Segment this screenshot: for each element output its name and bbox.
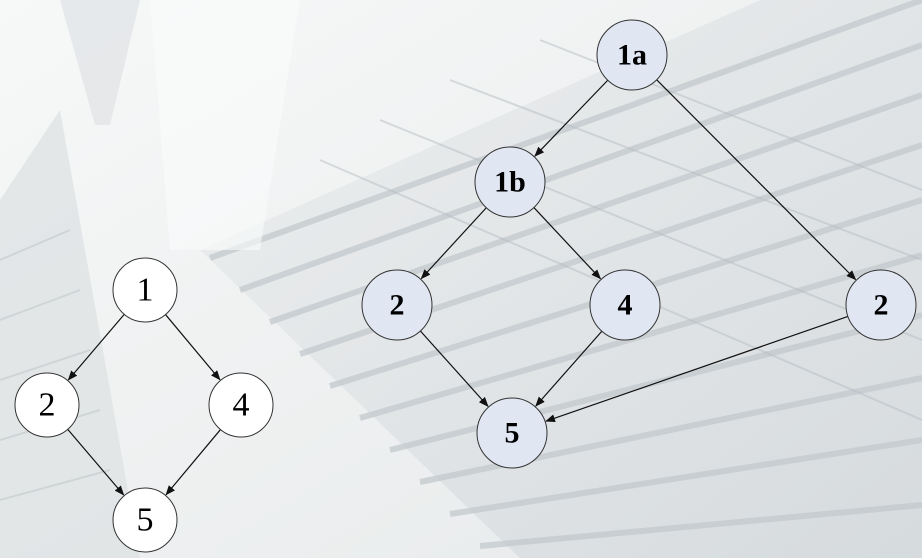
edge-n2l-to-n5: [419, 330, 489, 407]
node-n1b: 1b: [474, 146, 546, 218]
node-n4: 4: [208, 372, 274, 438]
node-label: 4: [618, 289, 633, 322]
node-circle: [476, 397, 548, 469]
node-label: 1b: [494, 166, 526, 199]
node-label: 1: [137, 272, 154, 309]
node-label: 2: [874, 289, 889, 322]
edge-n1b-to-n4: [533, 207, 602, 280]
edge-n1a-to-n2r: [656, 79, 857, 281]
edge-n1-to-n4: [165, 314, 221, 381]
edge-n4-to-n5: [535, 330, 603, 407]
node-circle: [112, 257, 178, 323]
node-circle: [14, 372, 80, 438]
edge-n2-to-n5: [67, 428, 125, 496]
node-circle: [596, 19, 668, 91]
node-n1a: 1a: [596, 19, 668, 91]
edge-n1b-to-n2l: [420, 207, 487, 280]
node-n1: 1: [112, 257, 178, 323]
node-circle: [208, 372, 274, 438]
node-circle: [589, 269, 661, 341]
node-n2r: 2: [845, 269, 917, 341]
edge-n2r-to-n5: [545, 315, 849, 423]
original-graph: 1 2 4 5: [14, 257, 274, 553]
node-label: 1a: [617, 39, 647, 72]
node-label: 2: [39, 387, 56, 424]
node-label: 5: [505, 417, 520, 450]
edge-n1a-to-n1b: [534, 79, 609, 157]
node-n2l: 2: [361, 269, 433, 341]
node-label: 4: [233, 387, 250, 424]
node-circle: [361, 269, 433, 341]
node-n4: 4: [589, 269, 661, 341]
node-circle: [112, 487, 178, 553]
node-circle: [474, 146, 546, 218]
transformed-graph: 1a 1b 2 4 2 5: [361, 19, 917, 469]
node-label: 2: [390, 289, 405, 322]
edge-n1-to-n2: [67, 313, 125, 381]
node-circle: [845, 269, 917, 341]
edge-n4-to-n5: [165, 429, 221, 496]
node-n5: 5: [476, 397, 548, 469]
node-n5: 5: [112, 487, 178, 553]
node-n2: 2: [14, 372, 80, 438]
node-label: 5: [137, 502, 154, 539]
